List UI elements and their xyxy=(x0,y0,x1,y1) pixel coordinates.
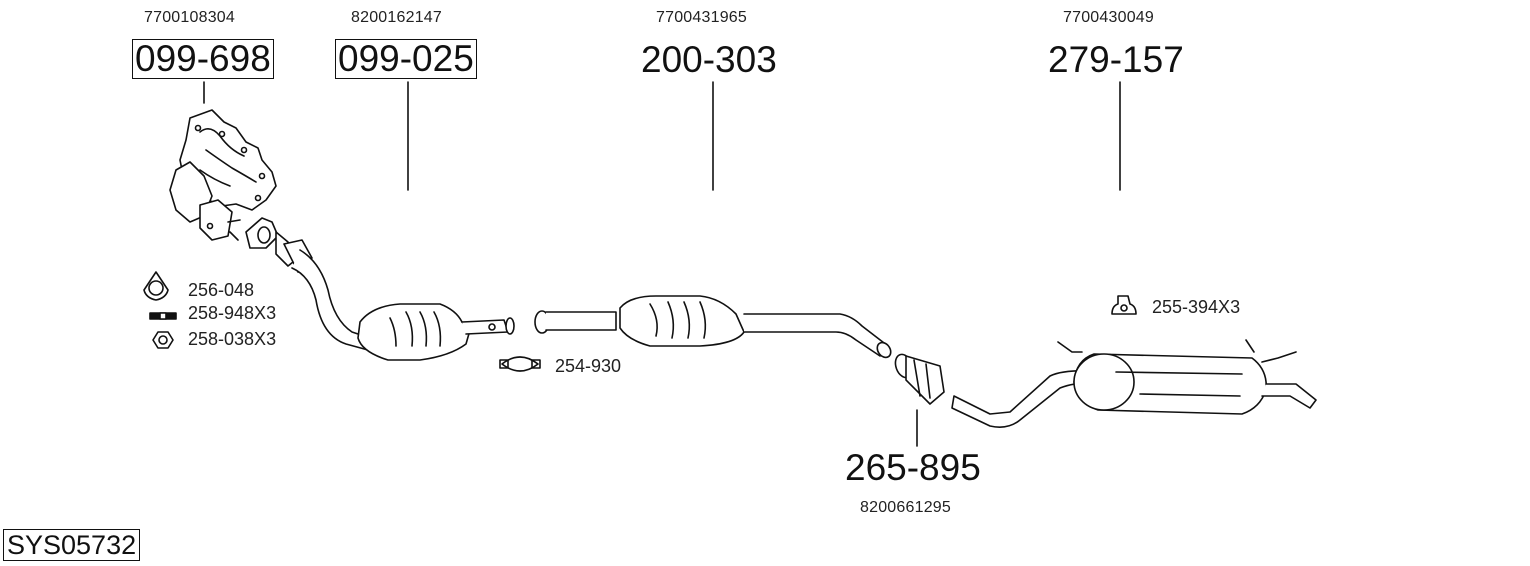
rubber-mount-icon xyxy=(1111,295,1137,315)
accessory-label-clamp[interactable]: 254-930 xyxy=(555,356,622,376)
accessory-label-mount[interactable]: 255-394X3 xyxy=(1152,297,1241,317)
pipe-clamp-icon xyxy=(894,353,945,405)
part-number[interactable]: 265-895 xyxy=(845,447,981,488)
accessory-label-nut[interactable]: 258-038X3 xyxy=(188,329,277,349)
accessory-label-stud[interactable]: 258-948X3 xyxy=(188,303,277,323)
catalytic-converter-pipe-icon xyxy=(534,295,892,359)
gasket-icon xyxy=(143,271,169,301)
oem-number: 7700430049 xyxy=(1063,9,1154,26)
part-number-box[interactable]: 099-698 xyxy=(132,39,274,79)
front-pipe-catalyst-icon xyxy=(245,217,515,361)
part-number[interactable]: 200-303 xyxy=(641,39,777,80)
accessory-label-gasket[interactable]: 256-048 xyxy=(188,280,255,300)
nut-icon xyxy=(152,331,174,349)
exhaust-manifold-icon xyxy=(169,109,277,241)
oem-number: 8200162147 xyxy=(351,9,442,26)
oem-number: 8200661295 xyxy=(860,499,951,516)
system-id-box: SYS05732 xyxy=(3,529,141,561)
stud-bolt-icon xyxy=(149,312,177,320)
rear-silencer-icon xyxy=(951,339,1317,428)
part-number[interactable]: 279-157 xyxy=(1048,39,1184,80)
oem-number: 7700431965 xyxy=(656,9,747,26)
part-number-box[interactable]: 099-025 xyxy=(335,39,477,79)
clamp-icon xyxy=(499,356,541,372)
oem-number: 7700108304 xyxy=(144,9,235,26)
